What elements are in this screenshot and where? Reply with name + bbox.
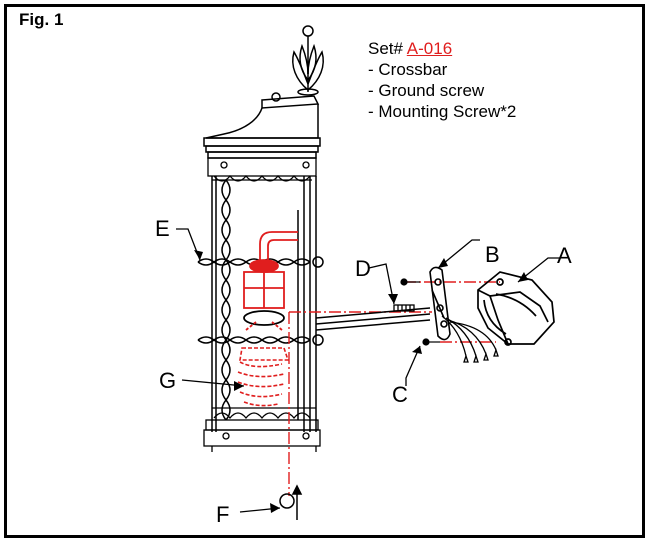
callout-b: B xyxy=(485,242,500,267)
callout-c: C xyxy=(392,382,408,407)
lantern-finial xyxy=(292,25,324,96)
junction-box-a xyxy=(477,271,555,346)
lantern-bottom-band xyxy=(203,407,321,452)
parts-legend: Set# A-016 - Crossbar - Ground screw - M… xyxy=(368,38,516,122)
callout-f: F xyxy=(216,502,229,527)
bottom-finial-f xyxy=(279,484,303,520)
legend-item-mounting-screw: - Mounting Screw*2 xyxy=(368,102,517,121)
callout-e: E xyxy=(155,216,170,241)
leader-arrowheads xyxy=(194,250,528,513)
bulb-g xyxy=(237,347,290,407)
wall-arm xyxy=(315,307,431,331)
wires xyxy=(441,315,499,363)
lantern-frame xyxy=(211,176,317,432)
legend-item-crossbar: - Crossbar xyxy=(368,60,448,79)
leader-lines xyxy=(176,228,560,513)
set-number-row: Set# A-016 xyxy=(368,38,516,59)
crossbar-b xyxy=(429,266,451,341)
figure-frame xyxy=(4,4,645,538)
lantern-top-band xyxy=(207,157,317,182)
set-prefix: Set# xyxy=(368,39,403,58)
ground-screw-d xyxy=(393,304,415,312)
figure-label: Fig. 1 xyxy=(19,10,64,29)
callout-a: A xyxy=(557,243,572,268)
callout-g: G xyxy=(159,368,176,393)
set-code: A-016 xyxy=(406,39,453,58)
mounting-screws xyxy=(400,278,440,346)
callout-d: D xyxy=(355,256,371,281)
lantern-roof xyxy=(203,92,321,159)
legend-item-ground-screw: - Ground screw xyxy=(368,81,485,100)
socket-assembly xyxy=(243,231,298,331)
